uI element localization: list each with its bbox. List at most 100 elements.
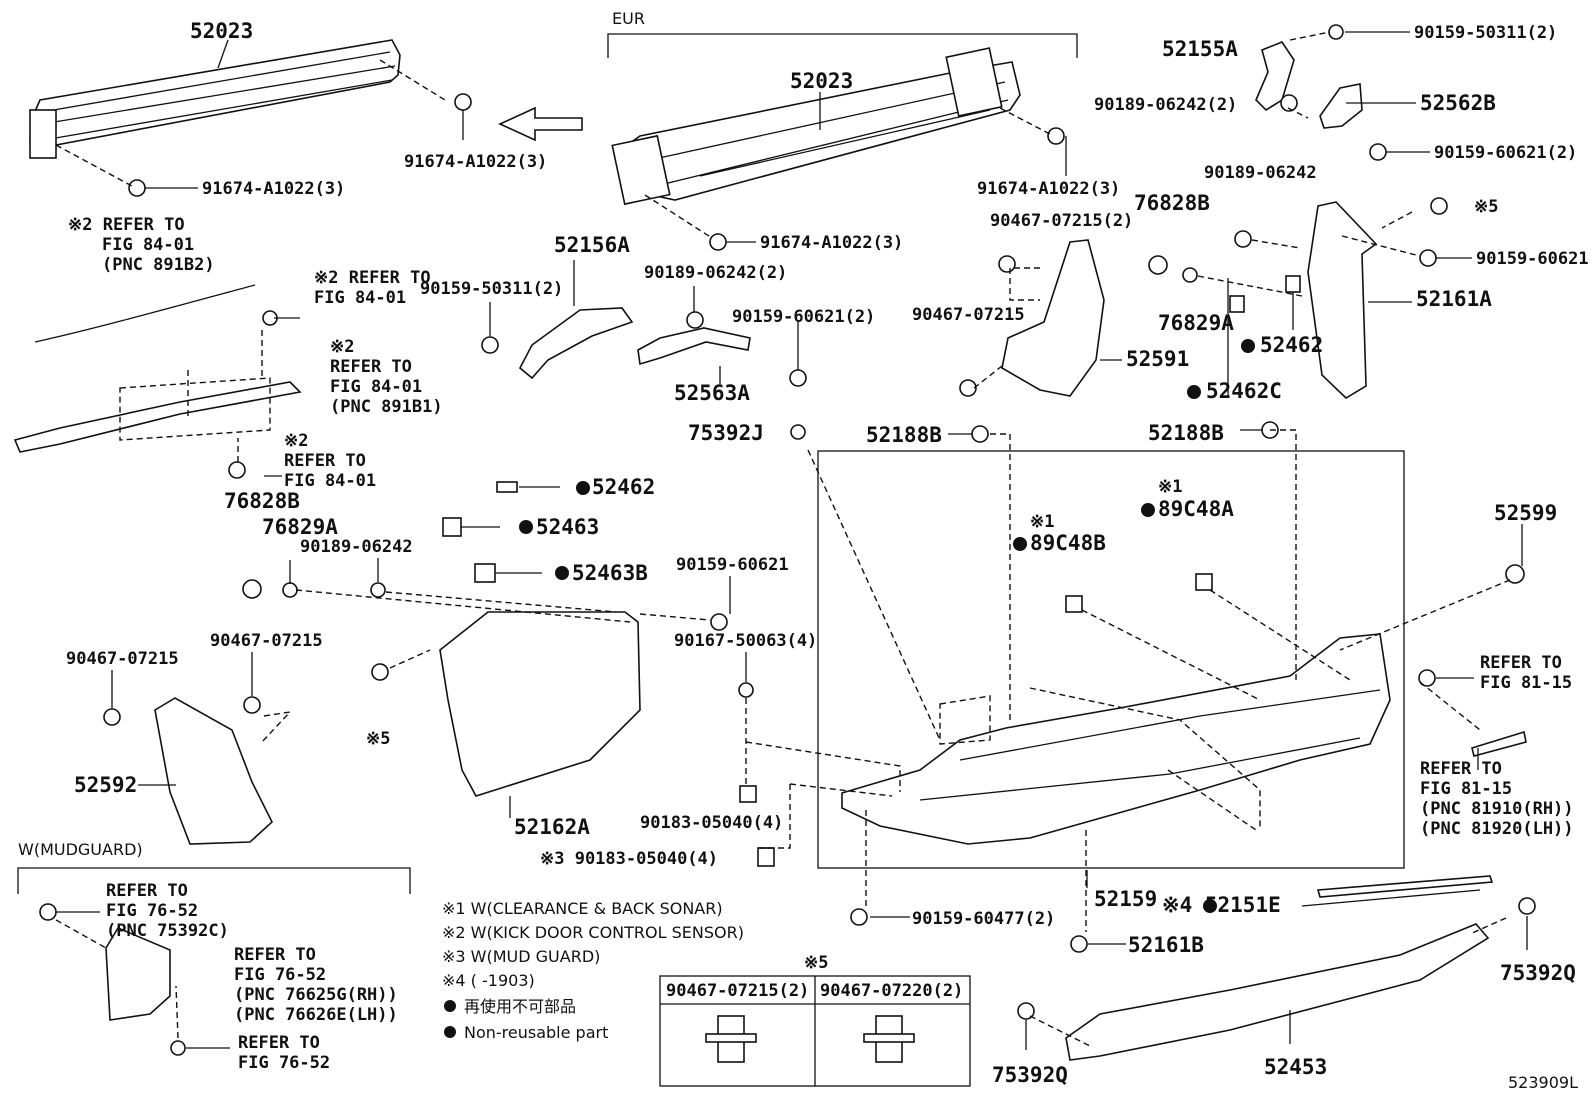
clip-icon-2 bbox=[863, 1015, 915, 1063]
label-90183-05040-b: ※3 90183-05040(4) bbox=[540, 849, 718, 869]
legend-note4: ※4 ( -1903) bbox=[442, 971, 535, 990]
label-90189-06242-m: 90189-06242(2) bbox=[644, 263, 787, 283]
label-refer-84-01-c: ※2 bbox=[330, 337, 354, 357]
label-refer-84-01-a3: (PNC 891B2) bbox=[102, 255, 215, 275]
label-91674-d: 91674-A1022(3) bbox=[760, 233, 903, 253]
legend-note1: ※1 W(CLEARANCE & BACK SONAR) bbox=[442, 899, 723, 918]
clip-table-col1: 90467-07215(2) bbox=[666, 981, 809, 1001]
mudguard bbox=[105, 926, 171, 1021]
panel-52162a bbox=[439, 611, 641, 797]
callout-labels: 52023 52023 91674-A1022(3) 91674-A1022(3… bbox=[66, 19, 1589, 1087]
label-refer-84-01-b: ※2 REFER TO bbox=[314, 268, 431, 288]
label-76828b-l: 76828B bbox=[224, 489, 300, 513]
clip-table: ※5 90467-07215(2) 90467-07220(2) bbox=[659, 953, 971, 1087]
label-90467-07215-l2: 90467-07215 bbox=[210, 631, 323, 651]
label-note5-l: ※5 bbox=[366, 729, 390, 749]
label-refer-81-15-b2: FIG 81-15 bbox=[1420, 779, 1512, 799]
label-note5-r: ※5 bbox=[1474, 197, 1498, 217]
label-76828b-r: 76828B bbox=[1134, 191, 1210, 215]
label-90183-05040-a: 90183-05040(4) bbox=[640, 813, 783, 833]
label-52151e: ※4 52151E bbox=[1162, 893, 1281, 917]
label-refer-84-01-b2: FIG 84-01 bbox=[314, 288, 406, 308]
label-52453: 52453 bbox=[1264, 1055, 1327, 1079]
label-90159-50311-m: 90159-50311(2) bbox=[420, 279, 563, 299]
label-76829a-l: 76829A bbox=[262, 515, 338, 539]
diagram-id: 523909L bbox=[1508, 1073, 1578, 1092]
part-52462-upper-piece bbox=[1285, 275, 1301, 293]
label-52599: 52599 bbox=[1494, 501, 1557, 525]
label-refer-76-52-c: REFER TO bbox=[238, 1033, 320, 1053]
part-52463b-piece bbox=[474, 563, 496, 583]
label-52023-left: 52023 bbox=[190, 19, 253, 43]
label-refer-84-01-d2: REFER TO bbox=[284, 451, 366, 471]
bracket-52562b bbox=[1319, 83, 1363, 129]
label-75392q-l: 75392Q bbox=[992, 1063, 1068, 1087]
legend-note3: ※3 W(MUD GUARD) bbox=[442, 947, 600, 966]
label-refer-76-52-b: REFER TO bbox=[234, 945, 316, 965]
label-refer-84-01-a2: FIG 84-01 bbox=[102, 235, 194, 255]
clip-table-col2: 90467-07220(2) bbox=[820, 981, 963, 1001]
label-refer-76-52-b3: (PNC 76625G(RH)) bbox=[234, 985, 398, 1005]
label-52462-r: 52462 bbox=[1260, 333, 1323, 357]
label-76829a-r: 76829A bbox=[1158, 311, 1234, 335]
mudguard-label: W(MUDGUARD) bbox=[18, 840, 143, 859]
legend: ※1 W(CLEARANCE & BACK SONAR) ※2 W(KICK D… bbox=[442, 899, 744, 1042]
label-89c48a-note: ※1 bbox=[1158, 477, 1182, 497]
label-90159-60621-m: 90159-60621(2) bbox=[732, 307, 875, 327]
label-refer-81-15-a2: FIG 81-15 bbox=[1480, 673, 1572, 693]
label-refer-76-52-b4: (PNC 76626E(LH)) bbox=[234, 1005, 398, 1025]
label-52161a: 52161A bbox=[1416, 287, 1492, 311]
bracket-52155a bbox=[1255, 41, 1295, 112]
label-refer-84-01-c3: FIG 84-01 bbox=[330, 377, 422, 397]
clip-icon-1 bbox=[705, 1015, 757, 1063]
part-52463-piece bbox=[442, 517, 462, 537]
label-90189-06242-r2: 90189-06242 bbox=[1204, 163, 1317, 183]
label-52463: 52463 bbox=[536, 515, 599, 539]
label-refer-81-15-b3: (PNC 81910(RH)) bbox=[1420, 799, 1574, 819]
bracket-52592 bbox=[154, 697, 273, 845]
part-52462c-piece bbox=[1229, 295, 1245, 313]
non-reusable-marks bbox=[519, 339, 1255, 913]
lower-garnish-52453 bbox=[1065, 923, 1490, 1061]
label-91674-a: 91674-A1022(3) bbox=[202, 179, 345, 199]
label-refer-84-01-c4: (PNC 891B1) bbox=[330, 397, 443, 417]
label-52155a: 52155A bbox=[1162, 37, 1238, 61]
reinforcement-eur bbox=[611, 47, 1021, 206]
label-90159-60621-m2: 90159-60621 bbox=[676, 555, 789, 575]
label-52463b: 52463B bbox=[572, 561, 648, 585]
label-refer-76-52-c2: FIG 76-52 bbox=[238, 1053, 330, 1073]
legend-non-reusable-en: Non-reusable part bbox=[464, 1023, 608, 1042]
non-reusable-dot-icon bbox=[444, 1000, 456, 1012]
part-52161a bbox=[1307, 201, 1378, 400]
label-90167-50063: 90167-50063(4) bbox=[674, 631, 817, 651]
label-52161b: 52161B bbox=[1128, 933, 1204, 957]
label-52563a: 52563A bbox=[674, 381, 750, 405]
label-refer-81-15-b: REFER TO bbox=[1420, 759, 1502, 779]
part-52462-piece bbox=[496, 481, 518, 493]
label-refer-84-01-d3: FIG 84-01 bbox=[284, 471, 376, 491]
label-refer-76-52-a3: (PNC 75392C) bbox=[106, 921, 229, 941]
label-52562b: 52562B bbox=[1420, 91, 1496, 115]
clip-table-title: ※5 bbox=[804, 953, 828, 973]
label-90159-60621-r: 90159-60621(2) bbox=[1434, 143, 1577, 163]
label-52462-m: 52462 bbox=[592, 475, 655, 499]
label-89c48b-note: ※1 bbox=[1030, 512, 1054, 532]
dashed-guides bbox=[55, 31, 1511, 1047]
bracket-52563a bbox=[637, 327, 751, 366]
label-52156a: 52156A bbox=[554, 233, 630, 257]
label-90467-07215-r2: 90467-07215 bbox=[912, 305, 1025, 325]
mudguard-frame bbox=[17, 867, 411, 894]
label-52188b-l: 52188B bbox=[866, 423, 942, 447]
label-refer-76-52-a: REFER TO bbox=[106, 881, 188, 901]
molding-strip bbox=[1316, 875, 1494, 898]
retainer-52156a bbox=[518, 307, 634, 380]
label-52592: 52592 bbox=[74, 773, 137, 797]
reinforcement-left bbox=[29, 39, 401, 159]
label-52162a: 52162A bbox=[514, 815, 590, 839]
label-52159: 52159 bbox=[1094, 887, 1157, 911]
legend-note2: ※2 W(KICK DOOR CONTROL SENSOR) bbox=[442, 923, 744, 942]
label-refer-84-01-c2: REFER TO bbox=[330, 357, 412, 377]
label-refer-81-15-a: REFER TO bbox=[1480, 653, 1562, 673]
harness-upper bbox=[34, 284, 256, 343]
label-52188b-r: 52188B bbox=[1148, 421, 1224, 445]
